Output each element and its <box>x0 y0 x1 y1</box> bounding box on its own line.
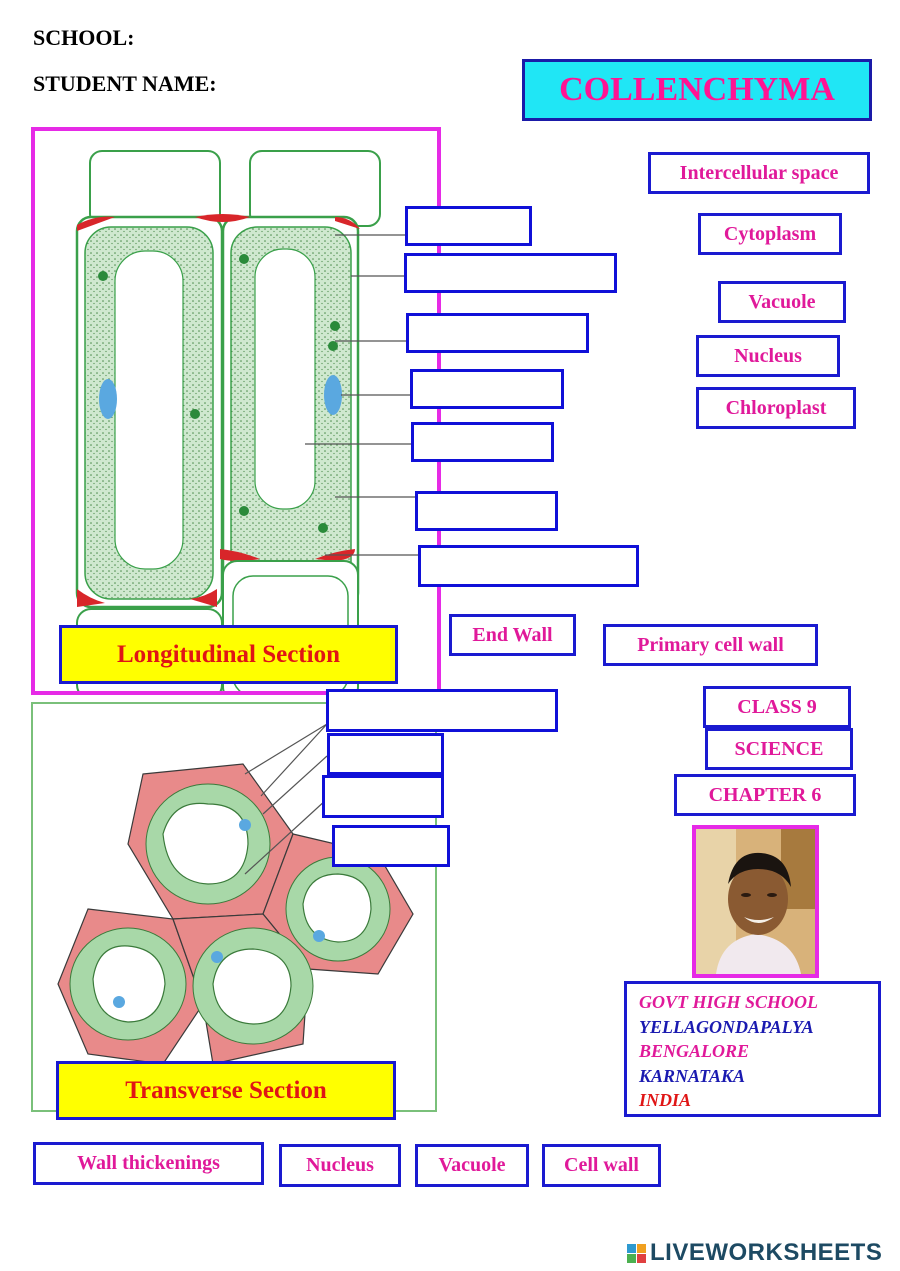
school-line-4: KARNATAKA <box>639 1065 746 1086</box>
answer-box-ts-4[interactable] <box>332 825 450 867</box>
page-title: COLLENCHYMA <box>522 59 872 121</box>
word-cytoplasm[interactable]: Cytoplasm <box>698 213 842 255</box>
liveworksheets-logo: LIVEWORKSHEETS <box>627 1239 882 1267</box>
subject-label: SCIENCE <box>705 728 853 770</box>
answer-box-ls-2[interactable] <box>404 253 617 293</box>
word-nucleus-bottom[interactable]: Nucleus <box>279 1144 401 1187</box>
chapter-label: CHAPTER 6 <box>674 774 856 816</box>
word-intercellular-space[interactable]: Intercellular space <box>648 152 870 194</box>
answer-box-ts-2[interactable] <box>327 733 444 775</box>
transverse-cells-illustration <box>57 723 414 1065</box>
word-primary-cell-wall[interactable]: Primary cell wall <box>603 624 818 666</box>
portrait-illustration <box>696 829 815 974</box>
longitudinal-section-diagram <box>31 127 441 695</box>
transverse-section-caption: Transverse Section <box>56 1061 396 1120</box>
liveworksheets-logo-text: LIVEWORKSHEETS <box>650 1239 883 1266</box>
answer-box-ls-1[interactable] <box>405 206 532 246</box>
school-line-2: YELLAGONDAPALYA <box>639 1016 814 1037</box>
answer-box-ls-3[interactable] <box>406 313 589 353</box>
longitudinal-section-caption: Longitudinal Section <box>59 625 398 684</box>
answer-box-ls-7[interactable] <box>418 545 639 587</box>
word-end-wall[interactable]: End Wall <box>449 614 576 656</box>
answer-box-ls-4[interactable] <box>410 369 564 409</box>
word-wall-thickenings[interactable]: Wall thickenings <box>33 1142 264 1185</box>
class-label: CLASS 9 <box>703 686 851 728</box>
student-name-label: STUDENT NAME: <box>33 71 217 96</box>
school-line-3: BENGALORE <box>639 1041 750 1061</box>
word-chloroplast[interactable]: Chloroplast <box>696 387 856 429</box>
answer-box-ls-6[interactable] <box>415 491 558 531</box>
word-vacuole-bottom[interactable]: Vacuole <box>415 1144 529 1187</box>
school-line-1: GOVT HIGH SCHOOL <box>639 992 819 1012</box>
school-info-box: GOVT HIGH SCHOOL YELLAGONDAPALYA BENGALO… <box>624 981 881 1117</box>
longitudinal-cells-illustration <box>75 150 437 691</box>
author-photo <box>692 825 819 978</box>
answer-box-ts-1[interactable] <box>326 689 558 732</box>
word-nucleus-top[interactable]: Nucleus <box>696 335 840 377</box>
word-cell-wall[interactable]: Cell wall <box>542 1144 661 1187</box>
school-label: SCHOOL: <box>33 25 135 50</box>
word-vacuole-top[interactable]: Vacuole <box>718 281 846 323</box>
liveworksheets-logo-icon <box>627 1243 646 1263</box>
school-line-5: INDIA <box>639 1090 692 1110</box>
answer-box-ls-5[interactable] <box>411 422 554 462</box>
answer-box-ts-3[interactable] <box>322 775 444 818</box>
